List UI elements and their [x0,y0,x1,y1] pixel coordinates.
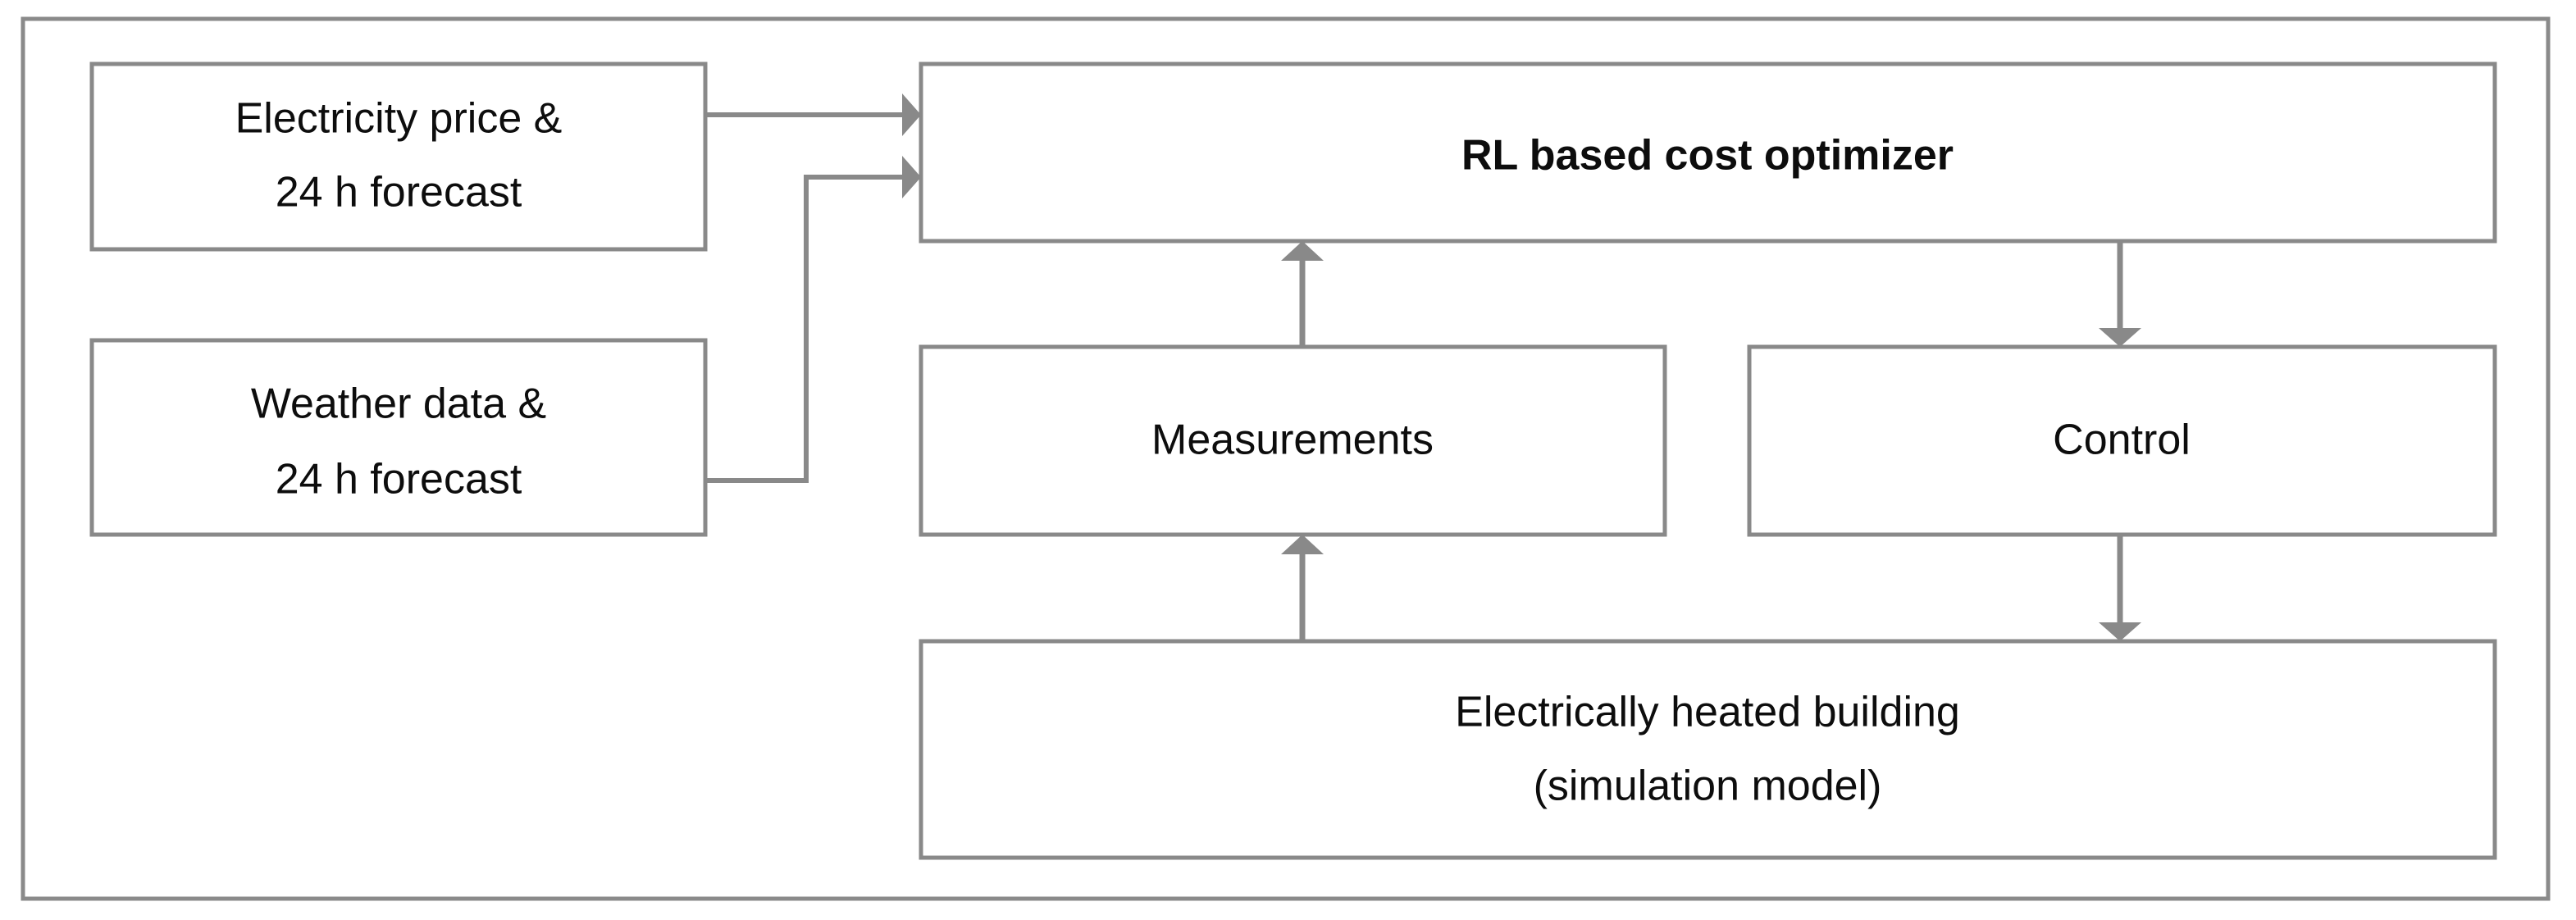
arrowhead-icon [2099,328,2141,347]
arrowhead-icon [902,156,921,198]
edge-optimizer-to-control [2099,241,2141,347]
edge-building-to-measurements [1281,535,1324,641]
node-rl-optimizer[interactable]: RL based cost optimizer [919,61,2497,244]
edge-control-to-building [2099,535,2141,641]
node-weather-data[interactable]: Weather data & 24 h forecast [89,338,708,537]
node-control[interactable]: Control [1747,344,2497,537]
arrowhead-icon [902,93,921,136]
node-building[interactable]: Electrically heated building (simulation… [919,639,2497,860]
node-weather-data-line-1: Weather data & [251,380,546,428]
node-measurements-label: Measurements [1151,417,1434,464]
node-building-line-2: (simulation model) [1534,763,1882,810]
node-building-line-1: Electrically heated building [1455,689,1960,736]
node-rl-optimizer-label: RL based cost optimizer [1461,132,1954,180]
node-electricity-price-line-2: 24 h forecast [276,169,522,216]
arrowhead-icon [2099,622,2141,641]
edge-electricity-to-optimizer [705,93,921,136]
arrowhead-icon [1281,535,1324,554]
node-weather-data-line-2: 24 h forecast [276,456,522,503]
node-measurements[interactable]: Measurements [919,344,1667,537]
node-electricity-price-line-1: Electricity price & [235,95,563,143]
node-control-label: Control [2053,417,2191,464]
edge-measurements-to-optimizer [1281,241,1324,347]
arrowhead-icon [1281,241,1324,261]
edge-weather-to-optimizer [705,156,921,483]
node-electricity-price[interactable]: Electricity price & 24 h forecast [89,61,708,252]
